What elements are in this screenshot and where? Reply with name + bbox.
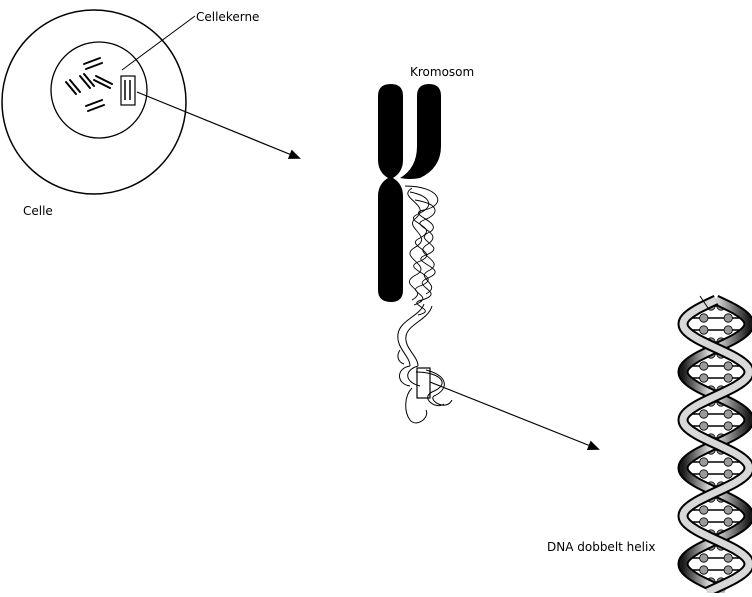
base-ball: [724, 554, 732, 562]
cell: [2, 10, 299, 194]
base-ball: [724, 410, 732, 418]
chromatid-left: [378, 84, 403, 302]
base-ball: [700, 410, 708, 418]
base-ball: [700, 566, 708, 574]
base-ball: [700, 506, 708, 514]
nucleus-label: Cellekerne: [196, 10, 259, 24]
base-ball: [724, 374, 732, 382]
base-ball: [724, 506, 732, 514]
base-ball: [724, 518, 732, 526]
base-ball: [724, 566, 732, 574]
arrow-to-chromosome: [137, 92, 299, 158]
base-ball: [724, 470, 732, 478]
base-ball: [724, 362, 732, 370]
base-ball: [700, 554, 708, 562]
base-ball: [700, 374, 708, 382]
chromatin-coil: [405, 186, 438, 315]
cell-label: Celle: [23, 204, 53, 218]
base-ball: [700, 362, 708, 370]
selection-box: [121, 76, 135, 105]
base-ball: [700, 326, 708, 334]
nucleus-leader-line: [122, 16, 195, 70]
dna-label: DNA dobbelt helix: [547, 540, 655, 554]
base-ball: [700, 314, 708, 322]
chromatid-right: [400, 84, 441, 179]
dna-double-helix: [683, 300, 749, 592]
base-ball: [700, 422, 708, 430]
chromosome-label: Kromosom: [410, 65, 474, 79]
base-ball: [724, 458, 732, 466]
base-ball: [724, 326, 732, 334]
base-ball: [700, 458, 708, 466]
base-ball: [700, 470, 708, 478]
base-ball: [724, 314, 732, 322]
base-ball: [724, 422, 732, 430]
nucleus-chromosomes: [66, 58, 112, 111]
base-ball: [700, 518, 708, 526]
chromosome: [378, 84, 598, 449]
chromatin-fiber: [398, 304, 452, 423]
arrow-to-dna: [430, 382, 598, 449]
